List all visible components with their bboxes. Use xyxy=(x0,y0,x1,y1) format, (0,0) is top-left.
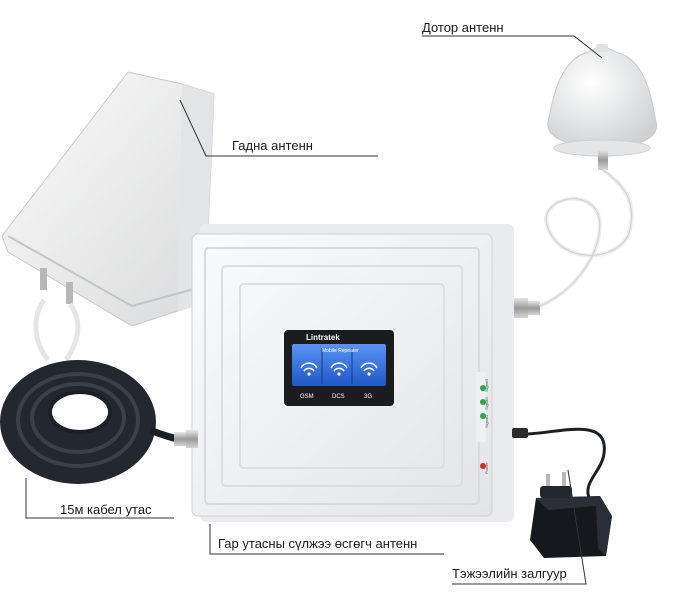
indoor-antenna xyxy=(539,44,658,308)
side-label-power: Power xyxy=(484,462,489,474)
side-label-signal3: Signal3 xyxy=(484,378,489,392)
label-cable: 15м кабел утас xyxy=(60,502,152,517)
leader-lines xyxy=(25,35,603,585)
band-label-3g: 3G xyxy=(364,394,372,400)
label-indoor-antenna: Дотор антенн xyxy=(422,20,504,35)
outdoor-antenna xyxy=(1,71,215,362)
cable-coil xyxy=(0,360,189,484)
band-label-dcs: DCS xyxy=(332,394,345,400)
device-brand: Lintratek xyxy=(306,333,340,342)
booster-device xyxy=(174,224,540,522)
label-outdoor-antenna: Гадна антенн xyxy=(232,138,313,153)
band-label-gsm: GSM xyxy=(300,394,314,400)
device-screen-title: Mobile Repeater xyxy=(322,348,359,354)
side-label-signal2: Signal2 xyxy=(484,396,489,410)
side-label-signal1: Signal1 xyxy=(484,414,489,428)
label-booster: Гар утасны сүлжээ өсгөгч антенн xyxy=(218,536,418,551)
power-adapter xyxy=(527,427,612,558)
label-power-adapter: Тэжээлийн залгуур xyxy=(452,566,567,581)
